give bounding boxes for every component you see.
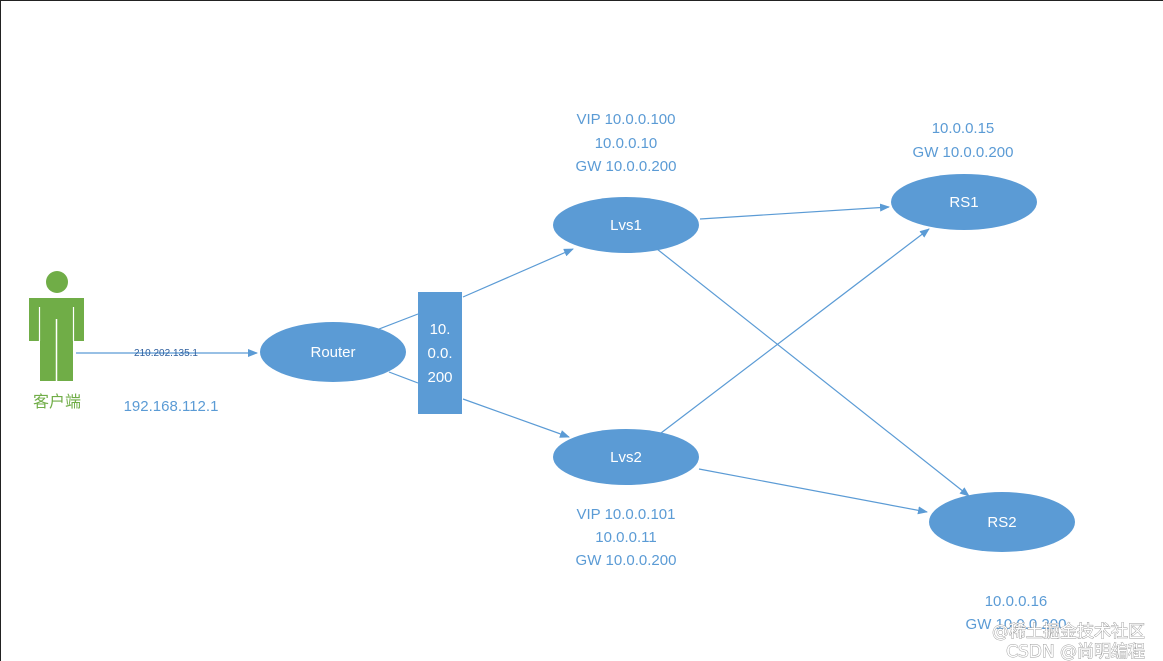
edge-gateway-lvs2 xyxy=(462,398,570,438)
rs1-label: RS1 xyxy=(949,194,978,211)
router-node xyxy=(260,322,406,382)
gateway-line-3: 200 xyxy=(427,369,452,386)
router-label: Router xyxy=(310,344,355,361)
gateway-line-1: 10. xyxy=(430,321,451,338)
lvs1-info-vip: VIP 10.0.0.100 xyxy=(577,111,676,128)
edge-router-gateway-lower xyxy=(388,371,419,384)
rs2-info-ip: 10.0.0.16 xyxy=(985,593,1048,610)
rs2-info-gw: GW 10.0.0.200 xyxy=(966,616,1067,633)
client-label: 客户端 xyxy=(33,392,81,411)
rs1-info-gw: GW 10.0.0.200 xyxy=(913,144,1014,161)
rs2-node xyxy=(929,492,1075,552)
edge-lvs1-rs1 xyxy=(699,203,890,220)
edge-router-gateway-upper xyxy=(378,313,419,330)
edge-gateway-lvs1 xyxy=(462,248,574,298)
edge-lvs2-rs1 xyxy=(660,228,930,434)
lvs1-info-gw: GW 10.0.0.200 xyxy=(576,158,677,175)
lvs1-info-ip: 10.0.0.10 xyxy=(595,135,658,152)
link-ip-label: 210.202.135.1 xyxy=(134,348,198,359)
lvs2-info-gw: GW 10.0.0.200 xyxy=(576,552,677,569)
rs1-node xyxy=(891,174,1037,230)
lvs1-node xyxy=(553,197,699,253)
gateway-block xyxy=(418,292,462,414)
client-ip: 192.168.112.1 xyxy=(124,398,219,415)
edge-lvs2-rs2 xyxy=(698,468,928,515)
gateway-line-2: 0.0. xyxy=(427,345,452,362)
rs1-info-ip: 10.0.0.15 xyxy=(932,120,995,137)
lvs2-label: Lvs2 xyxy=(610,449,642,466)
watermark-line-2: CSDN @尚明编程 xyxy=(1006,642,1145,661)
lvs2-info-vip: VIP 10.0.0.101 xyxy=(577,506,676,523)
rs2-label: RS2 xyxy=(987,514,1016,531)
lvs2-node xyxy=(553,429,699,485)
edge-lvs1-rs2 xyxy=(656,248,970,497)
watermark-line-1: @稀土掘金技术社区 xyxy=(992,622,1145,642)
lvs1-label: Lvs1 xyxy=(610,217,642,234)
person-icon xyxy=(29,271,84,381)
lvs2-info-ip: 10.0.0.11 xyxy=(595,529,656,546)
